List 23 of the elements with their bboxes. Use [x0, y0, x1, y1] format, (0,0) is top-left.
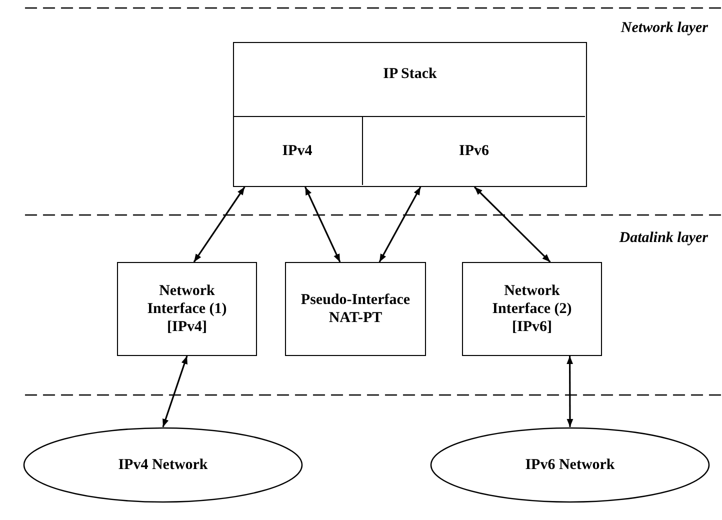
interface-box: [462, 262, 602, 356]
node-label: Network Interface (2) [IPv6]: [491, 282, 573, 336]
node-label: IPv6: [459, 142, 490, 160]
node-label: Pseudo-Interface NAT-PT: [300, 291, 412, 327]
layer-label: Datalink layer: [619, 230, 708, 247]
node-label: IPv4 Network: [118, 456, 208, 474]
arrow: [474, 186, 551, 263]
node-label: IP Stack: [383, 65, 437, 83]
arrow: [566, 356, 574, 427]
interface-box: [117, 262, 257, 356]
arrow: [162, 356, 188, 428]
network-ellipse: [430, 427, 710, 503]
layer-label: Network layer: [620, 20, 708, 37]
network-ellipse: [23, 427, 303, 503]
interface-box: [285, 262, 426, 356]
node-label: Network Interface (1) [IPv4]: [146, 282, 228, 336]
stack-box: [233, 42, 587, 187]
arrow: [378, 186, 422, 262]
node-label: IPv6 Network: [525, 456, 615, 474]
protocol-cell: [362, 116, 586, 186]
node-label: IPv4: [282, 142, 312, 160]
arrow: [304, 186, 341, 262]
arrow: [193, 186, 246, 262]
